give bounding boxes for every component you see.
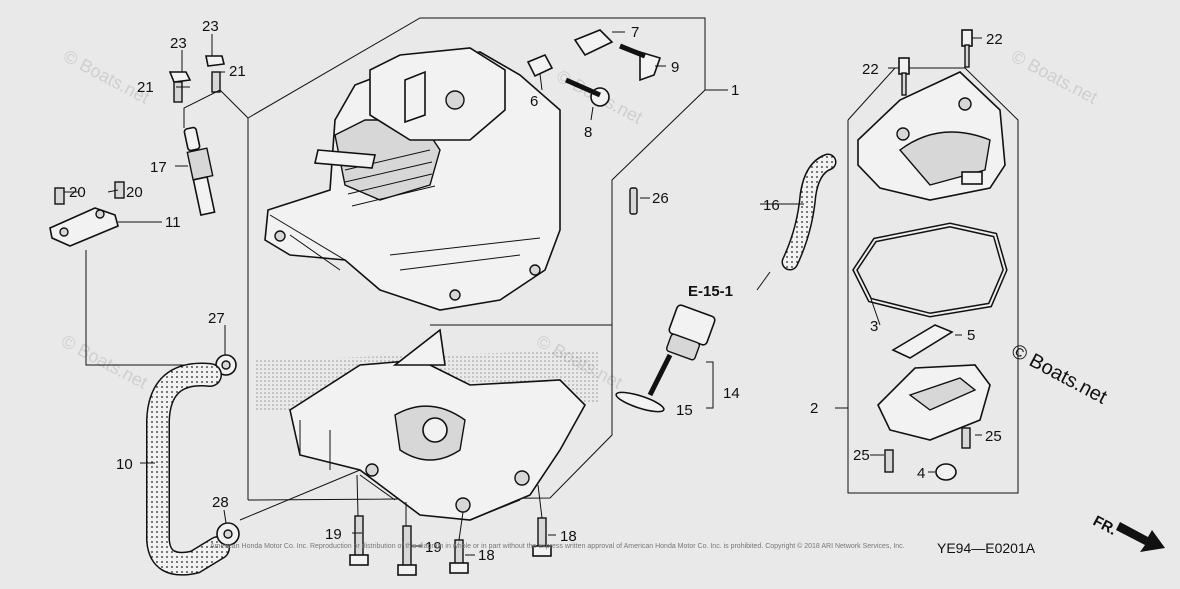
label-part-21-right: 21 — [229, 63, 246, 80]
label-part-7: 7 — [631, 24, 639, 41]
crankcase-bolts — [349, 515, 552, 576]
assembly-frame-1 — [247, 17, 728, 501]
label-part-6: 6 — [530, 93, 538, 110]
label-part-20-right: 20 — [126, 184, 143, 201]
label-part-2: 2 — [810, 400, 818, 417]
label-part-8: 8 — [584, 124, 592, 141]
label-part-22-right: 22 — [986, 31, 1003, 48]
filter-element — [891, 324, 954, 359]
cylinder-block — [264, 47, 561, 311]
watermark-faint-1: © Boats.net — [60, 46, 153, 108]
direction-label: FR. — [1090, 513, 1119, 539]
head-cover — [857, 71, 1006, 201]
label-part-18-right: 18 — [560, 528, 577, 545]
crankcase-link-line — [430, 180, 613, 326]
label-part-16: 16 — [763, 197, 780, 214]
part-number-labels: 1 2 3 4 5 6 7 8 9 10 11 14 15 16 17 18 1… — [69, 18, 1003, 564]
clamp-leader-line — [239, 469, 361, 521]
front-direction-arrow — [1116, 522, 1165, 552]
breather-tube — [783, 155, 835, 269]
grommet — [935, 463, 957, 481]
label-part-20-left: 20 — [69, 184, 86, 201]
label-part-17: 17 — [150, 159, 167, 176]
watermark-faint-4: © Boats.net — [58, 331, 151, 393]
screw-right — [961, 427, 971, 449]
label-part-4: 4 — [917, 465, 925, 482]
dipstick-bracket — [706, 361, 714, 409]
label-part-19-center: 19 — [425, 539, 442, 556]
watermark-faint-3: © Boats.net — [1008, 46, 1101, 108]
hose-group-frame — [85, 250, 215, 366]
oil-dipstick — [647, 304, 716, 397]
label-part-25-right: 25 — [985, 428, 1002, 445]
label-part-27: 27 — [208, 310, 225, 327]
diagram-code: YE94—E0201A — [937, 540, 1036, 556]
label-part-9: 9 — [671, 59, 679, 76]
label-part-1: 1 — [731, 82, 739, 99]
breather-plate — [49, 181, 125, 247]
label-part-3: 3 — [870, 318, 878, 335]
label-part-22-left: 22 — [862, 61, 879, 78]
label-part-21-left: 21 — [137, 79, 154, 96]
leader-lines — [64, 31, 982, 556]
label-part-23-right: 23 — [202, 18, 219, 35]
label-part-25-left: 25 — [853, 447, 870, 464]
label-part-19-left: 19 — [325, 526, 342, 543]
stud-guide-line — [183, 89, 249, 128]
copyright-text: American Honda Motor Co. Inc. Reproducti… — [210, 542, 905, 550]
dowel-pin — [629, 187, 638, 215]
label-part-23-left: 23 — [170, 35, 187, 52]
screw-left — [884, 449, 894, 473]
label-part-5: 5 — [967, 327, 975, 344]
label-part-11: 11 — [165, 214, 181, 231]
label-part-18-center: 18 — [478, 547, 495, 564]
label-part-15: 15 — [676, 402, 693, 419]
breather-hose — [147, 364, 229, 575]
rocker-parts — [526, 29, 662, 107]
breather-housing — [877, 364, 991, 441]
crankcase — [255, 328, 600, 521]
stud-bolts-left — [168, 55, 225, 103]
reference-label: E-15-1 — [688, 283, 733, 300]
label-part-14: 14 — [723, 385, 740, 402]
label-part-10: 10 — [116, 456, 133, 473]
watermark-main: © Boats.net — [1008, 340, 1111, 409]
label-part-26: 26 — [652, 190, 669, 207]
spark-plug — [183, 126, 216, 217]
cover-gasket-inner — [853, 223, 1007, 317]
label-part-28: 28 — [212, 494, 229, 511]
o-ring — [615, 391, 665, 413]
hose-clamp-lower — [216, 522, 240, 546]
